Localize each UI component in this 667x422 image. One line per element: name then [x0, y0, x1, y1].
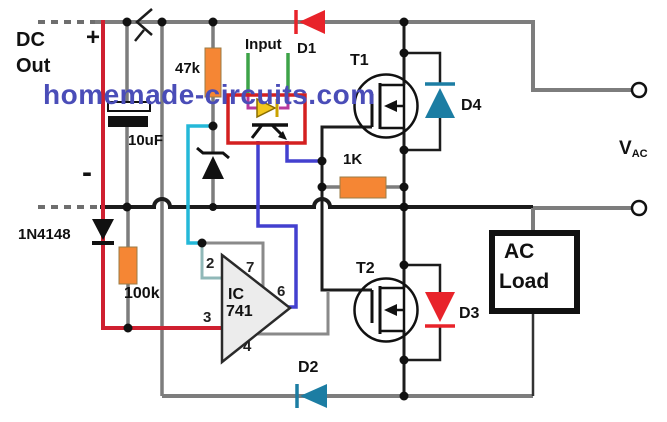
opamp-name-line2: 741 — [226, 303, 253, 320]
mosfet-t1-label: T1 — [350, 52, 369, 69]
resistor-100k-symbol — [118, 246, 138, 285]
diode-d3-symbol — [425, 292, 455, 328]
plus-label: + — [86, 24, 101, 51]
capacitor-10uf-symbol — [107, 101, 151, 127]
resistor-47k-symbol — [204, 47, 222, 98]
capacitor-10uf-label: 10uF — [128, 132, 164, 149]
opto-emitter-arrow — [278, 131, 287, 140]
diode-d1-label: D1 — [297, 40, 317, 57]
optocoupler-symbol — [226, 93, 307, 145]
ac-load-box — [489, 230, 580, 314]
ac-load-label-line1: AC — [504, 240, 535, 263]
opamp-pin-6-label: 6 — [277, 283, 286, 300]
dc-out-label-line2: Out — [16, 55, 51, 77]
pin6-wire — [256, 141, 298, 309]
mosfet-t2-symbol — [353, 277, 419, 343]
junction-dots — [122, 17, 409, 401]
resistor-100k-label: 100k — [124, 285, 160, 302]
mosfet-t2-label: T2 — [356, 260, 375, 277]
opamp-name-line1: IC — [228, 286, 244, 303]
mosfet-t1-symbol — [353, 73, 419, 139]
diode-d4-label: D4 — [461, 97, 482, 114]
pin2-wire — [200, 243, 222, 280]
vac-label: VAC — [619, 139, 648, 160]
vertical-wires — [125, 22, 406, 396]
cyan-wire — [186, 124, 213, 245]
diode-d1-symbol — [294, 10, 325, 34]
opamp-pin-3-label: 3 — [203, 309, 212, 326]
diode-d4-symbol — [425, 82, 455, 118]
opamp-pin-2-label: 2 — [206, 255, 215, 272]
opamp-pin-7-label: 7 — [246, 259, 255, 276]
diode-1n4148-symbol — [92, 219, 114, 245]
terminal-top — [630, 81, 648, 99]
pin4-wire — [255, 291, 330, 336]
watermark-text: homemade-circuits.com — [43, 79, 376, 110]
terminal-bottom — [630, 199, 648, 217]
opto-output-wire — [285, 141, 322, 163]
opamp-pin-4-label: 4 — [243, 338, 252, 355]
output-terminals — [630, 81, 648, 217]
ac-load-label-line2: Load — [499, 270, 550, 293]
dc-out-label-line1: DC — [16, 29, 45, 51]
input-wires — [246, 53, 290, 95]
diode-d2-label: D2 — [298, 359, 319, 376]
led-wires — [246, 93, 290, 110]
resistor-1k-symbol — [339, 176, 387, 199]
pin7-wire — [202, 241, 265, 287]
zener-diode-symbol — [196, 146, 230, 179]
opto-led-icon — [256, 97, 277, 119]
input-label: Input — [245, 36, 282, 53]
vac-subscript: AC — [631, 148, 648, 160]
diode-1n4148-label: 1N4148 — [18, 226, 71, 243]
minus-label: - — [82, 156, 92, 189]
signal-wires — [101, 20, 442, 362]
opamp-triangle — [220, 252, 293, 365]
vac-main: V — [619, 138, 632, 159]
resistor-47k-label: 47k — [175, 60, 201, 77]
resistor-1k-label: 1K — [343, 151, 363, 168]
red-rail-wire — [101, 20, 222, 330]
breaker-chevron-icon — [134, 8, 153, 42]
diode-d2-symbol — [295, 384, 327, 408]
diode-d3-label: D3 — [459, 305, 480, 322]
